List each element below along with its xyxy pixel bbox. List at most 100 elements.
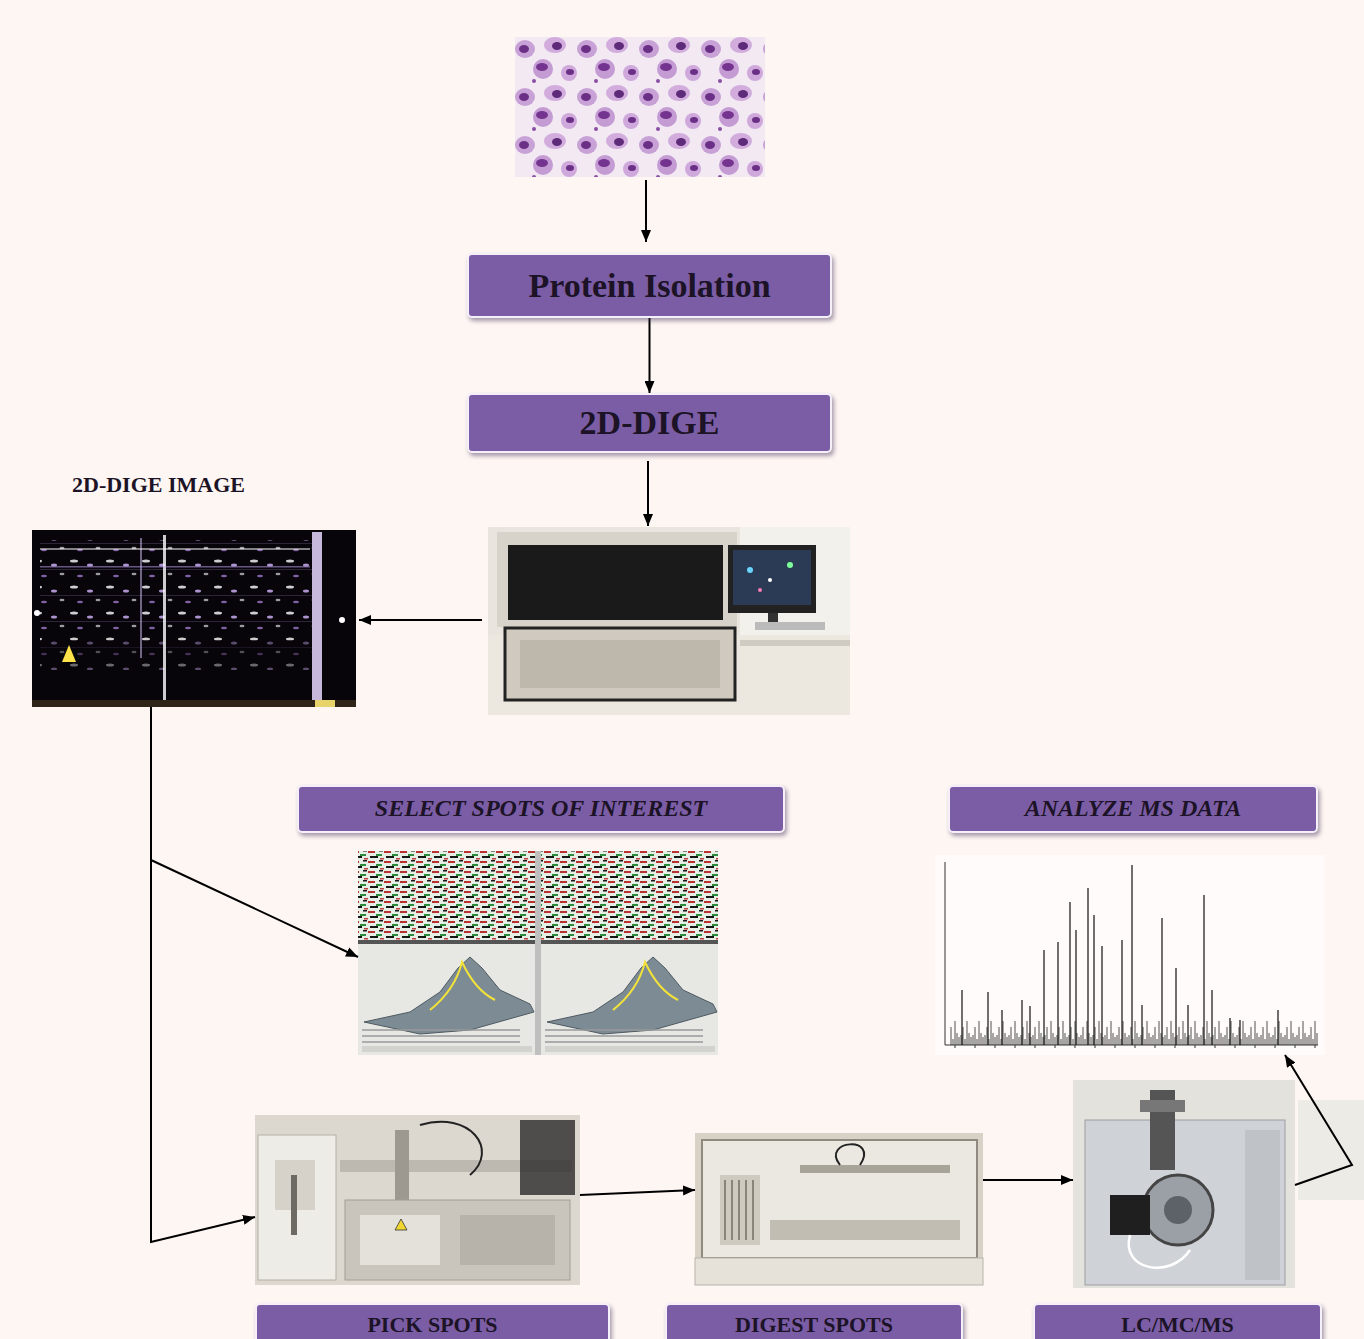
mass-spectrometer-photo-part <box>1110 1195 1150 1235</box>
spot-selection-screenshot-part <box>362 1046 532 1052</box>
figure-node: LC/MC/MS <box>1073 1080 1295 1288</box>
mass-spectrum-part <box>935 855 1325 1055</box>
scanner-photo-part <box>787 562 793 568</box>
scanner-photo <box>488 527 850 715</box>
spot-selection-screenshot-part <box>535 851 541 1055</box>
process-box: Protein Isolation <box>467 253 832 318</box>
scanner-photo-part <box>520 640 720 688</box>
step-label: 2D-DIGE <box>580 403 720 442</box>
gel-image <box>32 530 356 707</box>
mass-spectrum-part <box>950 1015 1318 1045</box>
mass-spectrometer-photo-part <box>1245 1130 1280 1280</box>
spot-picker-photo-part <box>291 1175 297 1235</box>
figure-node: DIGEST SPOTS <box>695 1133 983 1285</box>
scanner-photo-part <box>740 640 850 646</box>
spot-picker-photo-part <box>255 1115 580 1285</box>
mass-spectrum-part <box>945 862 1318 1045</box>
spot-picker-photo-part <box>395 1130 409 1210</box>
spot-selection-screenshot-part <box>545 1046 715 1052</box>
gel-image-part <box>32 530 356 707</box>
gel-image-part <box>140 538 142 658</box>
spot-picker-photo-part <box>345 1200 570 1280</box>
spot-picker-photo-part <box>460 1215 555 1265</box>
spot-selection-screenshot-part <box>541 944 718 1055</box>
spot-picker-photo <box>255 1115 580 1285</box>
digester-photo-part <box>800 1165 950 1173</box>
mass-spectrometer-photo-part <box>1073 1080 1295 1288</box>
digester-photo <box>695 1133 983 1285</box>
spot-selection-screenshot-part <box>430 962 495 1010</box>
figure-node: 2D-DIGE IMAGE <box>32 530 356 707</box>
gel-image-part <box>339 617 345 623</box>
connector-arrow <box>151 707 255 1242</box>
figure-node: ANALYZE MS DATA <box>935 855 1325 1055</box>
flow-arrows-part <box>359 619 482 621</box>
digester-photo-part <box>695 1258 983 1285</box>
mass-spectrum-part <box>962 865 1278 1045</box>
mass-spectrometer-photo-part <box>1143 1175 1213 1245</box>
connector-arrow <box>649 318 651 393</box>
mass-spectrometer-photo-part <box>1140 1100 1185 1112</box>
step-label: PICK SPOTS <box>367 1312 497 1337</box>
connector-arrow <box>1285 1055 1352 1185</box>
scanner-photo-part <box>488 635 850 715</box>
spot-selection-screenshot <box>358 851 718 1055</box>
spot-selection-screenshot-part <box>358 944 535 1055</box>
step-label-box: DIGEST SPOTS <box>665 1303 963 1339</box>
connector-arrow <box>983 1179 1073 1181</box>
gel-image-part <box>62 645 76 662</box>
digester-photo-part <box>725 1180 753 1240</box>
step-label-box: LC/MC/MS <box>1033 1303 1322 1339</box>
spot-selection-screenshot-part <box>541 851 718 940</box>
scanner-photo-part <box>488 527 850 715</box>
gel-image-part <box>163 535 166 700</box>
spot-selection-screenshot-part <box>613 962 678 1010</box>
gel-image-part <box>315 700 335 707</box>
gel-image-part <box>32 700 356 707</box>
figure-node: SELECT SPOTS OF INTEREST <box>358 851 718 1055</box>
digester-photo-part <box>695 1133 983 1285</box>
scanner-photo-part <box>755 622 825 630</box>
scanner-photo-part <box>733 550 811 605</box>
spot-picker-photo-part <box>420 1122 482 1175</box>
gel-image-part <box>40 548 310 550</box>
step-label: Protein Isolation <box>528 266 770 305</box>
process-box: 2D-DIGE <box>467 393 832 453</box>
spot-selection-screenshot-part <box>362 1030 703 1042</box>
spot-selection-screenshot-part <box>358 851 535 940</box>
scanner-photo-part <box>758 588 762 592</box>
gel-image-part <box>40 640 312 700</box>
mass-spectrum <box>935 855 1325 1055</box>
instrument-edge-photo-part <box>1298 1100 1364 1200</box>
mass-spectrometer-photo-part <box>1129 1235 1190 1268</box>
step-label-box: PICK SPOTS <box>255 1303 610 1339</box>
spot-picker-photo-part <box>258 1135 336 1280</box>
scanner-photo-part <box>505 628 735 700</box>
step-label: LC/MC/MS <box>1121 1312 1233 1337</box>
spot-selection-screenshot-part <box>358 851 718 1055</box>
gel-image-part <box>34 610 40 616</box>
digester-photo-part <box>770 1220 960 1240</box>
scanner-photo-part <box>497 532 737 627</box>
step-label: DIGEST SPOTS <box>735 1312 893 1337</box>
step-label: SELECT SPOTS OF INTEREST <box>375 795 707 823</box>
mass-spectrometer-photo-part <box>1164 1196 1192 1224</box>
cell-micrograph-part <box>515 37 765 177</box>
scanner-photo-part <box>768 613 778 623</box>
cell-micrograph <box>515 37 765 177</box>
scanner-photo-part <box>768 578 772 582</box>
step-label: 2D-DIGE IMAGE <box>72 472 245 497</box>
mass-spectrometer-photo-part <box>1085 1120 1285 1285</box>
scanner-photo-part <box>747 567 753 573</box>
spot-picker-photo-part <box>520 1120 575 1195</box>
instrument-edge-photo <box>1298 1100 1364 1200</box>
step-label-box: SELECT SPOTS OF INTEREST <box>297 785 785 833</box>
digester-photo-part <box>836 1144 864 1165</box>
scanner-photo-part <box>728 545 816 613</box>
mass-spectrum-part <box>955 1045 1315 1048</box>
digester-photo-part <box>720 1175 760 1245</box>
connector-arrow <box>580 1190 695 1195</box>
flow-arrows-part <box>645 180 647 242</box>
scanner-photo-part <box>508 545 723 620</box>
